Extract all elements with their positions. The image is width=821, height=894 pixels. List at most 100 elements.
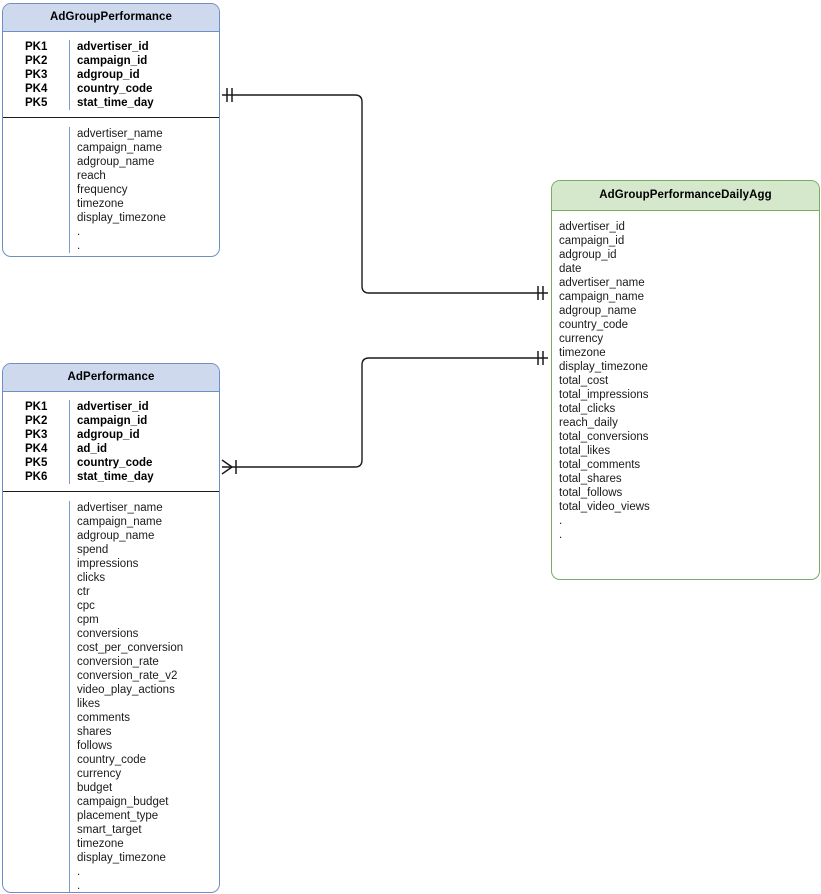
attribute-field: impressions [77, 558, 139, 570]
pk-field: country_code [77, 83, 153, 95]
attribute-field: clicks [77, 572, 106, 584]
attribute-field: timezone [77, 198, 124, 210]
attribute-field: shares [77, 726, 112, 738]
attribute-field: display_timezone [559, 361, 648, 373]
pk-field: advertiser_id [77, 401, 149, 413]
attribute-field: timezone [559, 347, 606, 359]
cardinality-one-or-many-left [221, 459, 237, 475]
attribute-ellipsis: . [77, 866, 81, 878]
attribute-field: campaign_id [559, 235, 625, 247]
pk-field: ad_id [77, 443, 108, 455]
pk-tag: PK1 [25, 41, 48, 53]
pk-tag: PK5 [25, 457, 48, 469]
attribute-field: adgroup_name [77, 530, 155, 542]
entity-title-adperformance: AdPerformance [3, 364, 219, 392]
pk-field: campaign_id [77, 55, 148, 67]
attribute-field: conversions [77, 628, 139, 640]
attribute-field: advertiser_name [77, 128, 163, 140]
pk-tag: PK3 [25, 69, 48, 81]
pk-field: country_code [77, 457, 153, 469]
attribute-field: campaign_name [559, 291, 645, 303]
cardinality-one-and-only-one-right-top [537, 286, 544, 300]
attribute-field: video_play_actions [77, 684, 175, 696]
primary-key-section: PK1 PK2 PK3 PK4 PK5 PK6 advertiser_id ca… [3, 392, 219, 492]
attribute-field: smart_target [77, 824, 142, 836]
attribute-field: likes [77, 698, 101, 710]
attribute-ellipsis: . [77, 226, 81, 238]
attribute-field: total_shares [559, 473, 622, 485]
attribute-field: cpm [77, 614, 99, 626]
pk-field: campaign_id [77, 415, 148, 427]
attribute-ellipsis: . [559, 515, 563, 527]
pk-tag: PK3 [25, 429, 48, 441]
attribute-field: advertiser_id [559, 221, 625, 233]
attribute-names: advertiser_name campaign_name adgroup_na… [69, 127, 219, 253]
pk-field: adgroup_id [77, 69, 140, 81]
attribute-field: date [559, 263, 582, 275]
attribute-field: campaign_budget [77, 796, 169, 808]
attribute-names: advertiser_name campaign_name adgroup_na… [69, 501, 219, 892]
relationship-adperformance-dailyagg[interactable] [221, 351, 548, 475]
entity-adgroupperformance[interactable]: AdGroupPerformance PK1 PK2 PK3 PK4 PK5 a… [2, 3, 220, 257]
attribute-field: cost_per_conversion [77, 642, 184, 654]
pk-field: stat_time_day [77, 471, 154, 483]
attribute-field: adgroup_id [559, 249, 617, 261]
attribute-field: currency [559, 333, 604, 345]
attribute-section: advertiser_id campaign_id adgroup_id dat… [552, 211, 819, 542]
attribute-field: total_cost [559, 375, 609, 387]
attribute-field: adgroup_name [559, 305, 637, 317]
attribute-field: campaign_name [77, 142, 163, 154]
pk-field: advertiser_id [77, 41, 149, 53]
attribute-field: reach [77, 170, 106, 182]
attribute-field: placement_type [77, 810, 159, 822]
attribute-ellipsis: . [77, 880, 81, 892]
attribute-field: total_follows [559, 487, 623, 499]
primary-key-names: advertiser_id campaign_id adgroup_id ad_… [69, 400, 219, 484]
attribute-field: reach_daily [559, 417, 618, 429]
entity-adgroupperformancedailyagg[interactable]: AdGroupPerformanceDailyAgg advertiser_id… [551, 180, 820, 580]
attribute-field: timezone [77, 838, 124, 850]
attribute-field: total_conversions [559, 431, 649, 443]
attribute-field: spend [77, 544, 109, 556]
cardinality-one-and-only-one-right-bottom [537, 351, 544, 365]
attribute-field: follows [77, 740, 113, 752]
attribute-field: total_clicks [559, 403, 616, 415]
attribute-field: total_likes [559, 445, 611, 457]
attribute-field: currency [77, 768, 122, 780]
attribute-field: cpc [77, 600, 95, 612]
attribute-section: advertiser_name campaign_name adgroup_na… [3, 118, 219, 256]
attribute-ellipsis: . [77, 240, 81, 252]
pk-field: adgroup_id [77, 429, 140, 441]
attribute-field: display_timezone [77, 852, 166, 864]
attribute-field: advertiser_name [559, 277, 645, 289]
attribute-field: adgroup_name [77, 156, 155, 168]
entity-adperformance[interactable]: AdPerformance PK1 PK2 PK3 PK4 PK5 PK6 ad… [2, 363, 220, 893]
relationship-adgroupperformance-dailyagg[interactable] [222, 88, 548, 300]
attribute-field: conversion_rate [77, 656, 159, 668]
primary-key-tags: PK1 PK2 PK3 PK4 PK5 PK6 [3, 400, 69, 484]
primary-key-tags: PK1 PK2 PK3 PK4 PK5 [3, 40, 69, 110]
attribute-field: comments [77, 712, 131, 724]
attribute-field: ctr [77, 586, 90, 598]
cardinality-one-and-only-one-left [226, 88, 233, 102]
pk-tag: PK4 [25, 443, 48, 455]
attribute-tag-gutter [3, 501, 69, 892]
attribute-field: country_code [559, 319, 629, 331]
pk-field: stat_time_day [77, 97, 154, 109]
attribute-field: campaign_name [77, 516, 163, 528]
attribute-section: advertiser_name campaign_name adgroup_na… [3, 492, 219, 892]
attribute-field: frequency [77, 184, 128, 196]
attribute-field: country_code [77, 754, 147, 766]
pk-tag: PK1 [25, 401, 48, 413]
attribute-field: conversion_rate_v2 [77, 670, 178, 682]
primary-key-section: PK1 PK2 PK3 PK4 PK5 advertiser_id campai… [3, 32, 219, 118]
pk-tag: PK2 [25, 55, 48, 67]
attribute-field: total_comments [559, 459, 641, 471]
attribute-field: total_video_views [559, 501, 650, 513]
attribute-ellipsis: . [559, 529, 563, 541]
entity-title-adgroupperformancedailyagg: AdGroupPerformanceDailyAgg [552, 181, 819, 211]
attribute-tag-gutter [3, 127, 69, 253]
attribute-field: budget [77, 782, 113, 794]
primary-key-names: advertiser_id campaign_id adgroup_id cou… [69, 40, 219, 110]
